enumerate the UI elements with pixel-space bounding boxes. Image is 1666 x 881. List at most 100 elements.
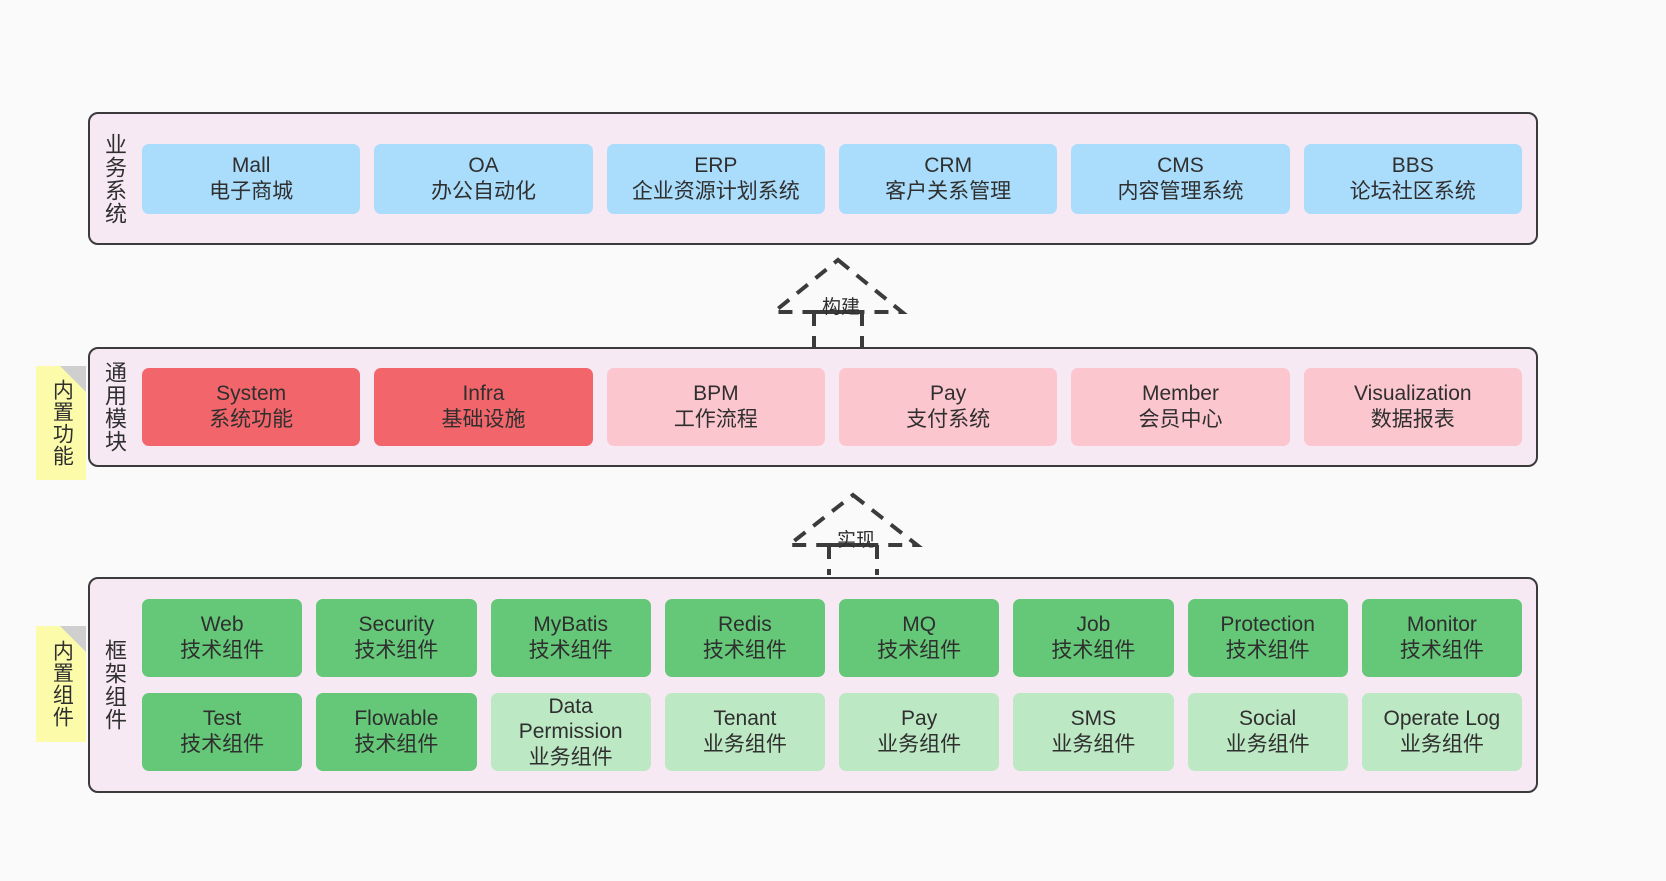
- node-subtitle: 技术组件: [1399, 639, 1484, 662]
- node-subtitle: 业务组件: [702, 733, 787, 756]
- node-job[interactable]: Job 技术组件: [1013, 599, 1174, 677]
- node-title: SMS: [1070, 707, 1117, 731]
- node-visualization[interactable]: Visualization 数据报表: [1303, 368, 1522, 446]
- layer-body-framework-components: Web 技术组件 Security 技术组件 MyBatis 技术组件 Redi…: [138, 579, 1536, 791]
- node-row: System 系统功能 Infra 基础设施 BPM 工作流程 Pay 支付系统…: [142, 368, 1522, 446]
- node-subtitle: 技术组件: [354, 733, 439, 756]
- node-title: Redis: [718, 613, 772, 637]
- node-cms[interactable]: CMS 内容管理系统: [1071, 143, 1290, 214]
- node-title: Flowable: [354, 707, 439, 731]
- layer-title-framework-components: 框架组件: [101, 639, 127, 731]
- node-sms[interactable]: SMS 业务组件: [1013, 693, 1174, 771]
- node-title: Pay: [930, 382, 967, 406]
- note-built-in-components: 内置组件: [36, 626, 86, 742]
- node-protection[interactable]: Protection 技术组件: [1187, 599, 1348, 677]
- node-subtitle: 内容管理系统: [1117, 179, 1244, 203]
- node-title: Tenant: [713, 707, 777, 731]
- layer-common-modules: 通用模块 System 系统功能 Infra 基础设施 BPM 工作流程 Pay…: [88, 347, 1538, 467]
- node-mall[interactable]: Mall 电子商城: [142, 143, 361, 214]
- implement-arrow-icon: [783, 492, 923, 575]
- node-test[interactable]: Test 技术组件: [142, 693, 303, 771]
- node-row: Web 技术组件 Security 技术组件 MyBatis 技术组件 Redi…: [142, 599, 1522, 677]
- node-mq[interactable]: MQ 技术组件: [839, 599, 1000, 677]
- node-social[interactable]: Social 业务组件: [1187, 693, 1348, 771]
- build-arrow-icon: [768, 257, 908, 362]
- node-title: Member: [1141, 382, 1219, 406]
- node-subtitle: 业务组件: [1399, 733, 1484, 756]
- node-subtitle: 业务组件: [1225, 733, 1310, 756]
- node-bbs[interactable]: BBS 论坛社区系统: [1303, 143, 1522, 214]
- node-title: System: [216, 382, 287, 406]
- implement-arrow-label: 实现: [837, 530, 876, 551]
- node-operate-log[interactable]: Operate Log 业务组件: [1361, 693, 1522, 771]
- node-title: CRM: [924, 153, 973, 177]
- node-title: ERP: [694, 153, 738, 177]
- node-data-permission[interactable]: Data Permission 业务组件: [490, 693, 651, 771]
- node-title: Job: [1076, 613, 1111, 637]
- note-built-in-features: 内置功能: [36, 366, 86, 480]
- layer-body-common-modules: System 系统功能 Infra 基础设施 BPM 工作流程 Pay 支付系统…: [138, 349, 1536, 465]
- layer-business-systems: 业务系统 Mall 电子商城 OA 办公自动化 ERP 企业资源计划系统 CRM…: [88, 112, 1538, 245]
- node-title: CMS: [1157, 153, 1204, 177]
- node-subtitle: 企业资源计划系统: [631, 179, 800, 203]
- build-arrow-label: 构建: [822, 297, 861, 318]
- node-title: BBS: [1391, 153, 1434, 177]
- node-subtitle: 技术组件: [877, 639, 962, 662]
- layer-title-business-systems: 业务系统: [101, 132, 127, 225]
- node-mybatis[interactable]: MyBatis 技术组件: [490, 599, 651, 677]
- node-flowable[interactable]: Flowable 技术组件: [316, 693, 477, 771]
- node-subtitle: 工作流程: [673, 408, 758, 431]
- node-title: Infra: [462, 382, 505, 406]
- node-tenant[interactable]: Tenant 业务组件: [664, 693, 825, 771]
- node-title: OA: [468, 153, 499, 177]
- node-crm[interactable]: CRM 客户关系管理: [838, 143, 1058, 214]
- node-title: Web: [200, 613, 244, 637]
- node-subtitle: 技术组件: [702, 639, 787, 662]
- layer-body-business-systems: Mall 电子商城 OA 办公自动化 ERP 企业资源计划系统 CRM 客户关系…: [138, 114, 1536, 243]
- node-title: Monitor: [1406, 613, 1477, 637]
- node-redis[interactable]: Redis 技术组件: [664, 599, 825, 677]
- layer-framework-components: 框架组件 Web 技术组件 Security 技术组件 MyBatis 技术组件…: [88, 577, 1538, 793]
- node-title: BPM: [693, 382, 739, 406]
- node-subtitle: 业务组件: [1051, 733, 1136, 756]
- node-subtitle: 技术组件: [528, 639, 613, 662]
- build-arrow: 构建: [750, 252, 930, 362]
- node-title: Security: [358, 613, 435, 637]
- node-infra[interactable]: Infra 基础设施: [374, 368, 593, 446]
- node-bpm[interactable]: BPM 工作流程: [606, 368, 825, 446]
- node-title: Operate Log: [1383, 707, 1501, 731]
- note-fold-corner-icon: [60, 366, 86, 392]
- node-pay-component[interactable]: Pay 业务组件: [839, 693, 1000, 771]
- node-system[interactable]: System 系统功能: [142, 368, 361, 446]
- node-subtitle: 业务组件: [528, 745, 613, 769]
- node-title: Pay: [901, 707, 938, 731]
- node-title: Mall: [231, 153, 271, 177]
- node-title: Protection: [1220, 613, 1315, 637]
- note-label: 内置组件: [50, 640, 74, 728]
- node-subtitle: 电子商城: [209, 179, 294, 203]
- node-title: Social: [1239, 707, 1297, 731]
- node-security[interactable]: Security 技术组件: [316, 599, 477, 677]
- node-title: Visualization: [1354, 382, 1472, 406]
- layer-title-common-modules: 通用模块: [101, 361, 127, 453]
- node-subtitle: 技术组件: [1051, 639, 1136, 662]
- node-erp[interactable]: ERP 企业资源计划系统: [606, 143, 825, 214]
- node-subtitle: 客户关系管理: [885, 179, 1012, 203]
- node-title: MQ: [902, 613, 937, 637]
- node-subtitle: 技术组件: [1225, 639, 1310, 662]
- node-title: MyBatis: [533, 613, 608, 637]
- node-subtitle: 业务组件: [877, 733, 962, 756]
- node-title: Data Permission: [518, 694, 623, 744]
- node-subtitle: 技术组件: [180, 639, 265, 662]
- node-subtitle: 论坛社区系统: [1349, 179, 1476, 203]
- node-member[interactable]: Member 会员中心: [1071, 368, 1290, 446]
- node-subtitle: 技术组件: [354, 639, 439, 662]
- node-subtitle: 系统功能: [209, 408, 294, 431]
- node-subtitle: 会员中心: [1138, 408, 1223, 431]
- node-pay[interactable]: Pay 支付系统: [838, 368, 1058, 446]
- note-fold-corner-icon: [60, 626, 86, 652]
- node-oa[interactable]: OA 办公自动化: [374, 143, 593, 214]
- node-monitor[interactable]: Monitor 技术组件: [1361, 599, 1522, 677]
- node-web[interactable]: Web 技术组件: [142, 599, 303, 677]
